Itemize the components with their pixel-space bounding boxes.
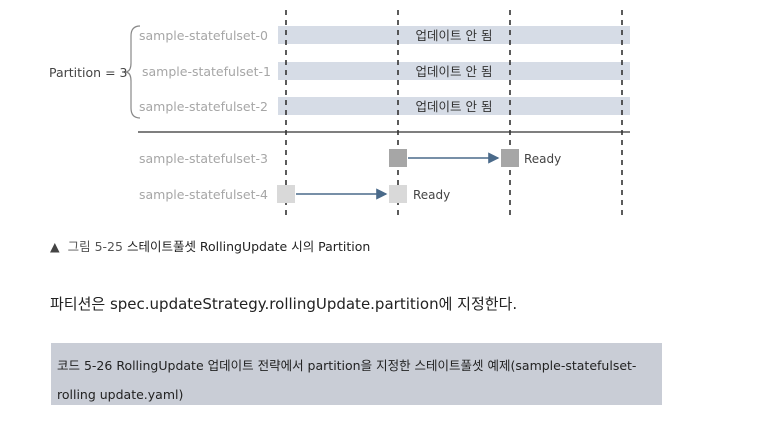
pod-label-0: sample-statefulset-0 [139, 28, 268, 43]
pod4-ready-label: Ready [413, 188, 450, 202]
pod3-start-box [389, 149, 407, 167]
update-bar-2 [278, 97, 630, 115]
partition-label: Partition = 3 [49, 65, 127, 80]
figure-caption: ▲ 그림 5-25 스테이트풀셋 RollingUpdate 시의 Partit… [50, 236, 370, 255]
pod-label-3: sample-statefulset-3 [139, 151, 268, 166]
caption-title: 스테이트풀셋 RollingUpdate 시의 Partition [126, 239, 371, 254]
code-caption-box: 코드 5-26 RollingUpdate 업데이트 전략에서 partitio… [51, 343, 662, 405]
pod-label-4: sample-statefulset-4 [139, 187, 268, 202]
pod3-ready-label: Ready [524, 152, 561, 166]
caption-triangle-icon: ▲ [50, 239, 60, 254]
pod4-start-box [277, 185, 295, 203]
not-updated-label-0: 업데이트 안 됨 [416, 28, 493, 43]
pod-label-2: sample-statefulset-2 [139, 99, 268, 114]
pod-label-1: sample-statefulset-1 [142, 64, 271, 79]
body-paragraph: 파티션은 spec.updateStrategy.rollingUpdate.p… [50, 295, 518, 313]
pod3-end-box [501, 149, 519, 167]
caption-figure-number: 그림 5-25 [67, 239, 123, 254]
partition-brace [124, 25, 141, 119]
pod4-end-box [389, 185, 407, 203]
not-updated-label-1: 업데이트 안 됨 [416, 64, 493, 79]
time-lines [285, 10, 623, 218]
update-bar-1 [278, 62, 630, 80]
not-updated-label-2: 업데이트 안 됨 [416, 99, 493, 114]
rolling-update-partition-diagram: Partition = 3 sample-statefulset-0 sampl… [49, 10, 630, 218]
update-bar-0 [278, 26, 630, 44]
